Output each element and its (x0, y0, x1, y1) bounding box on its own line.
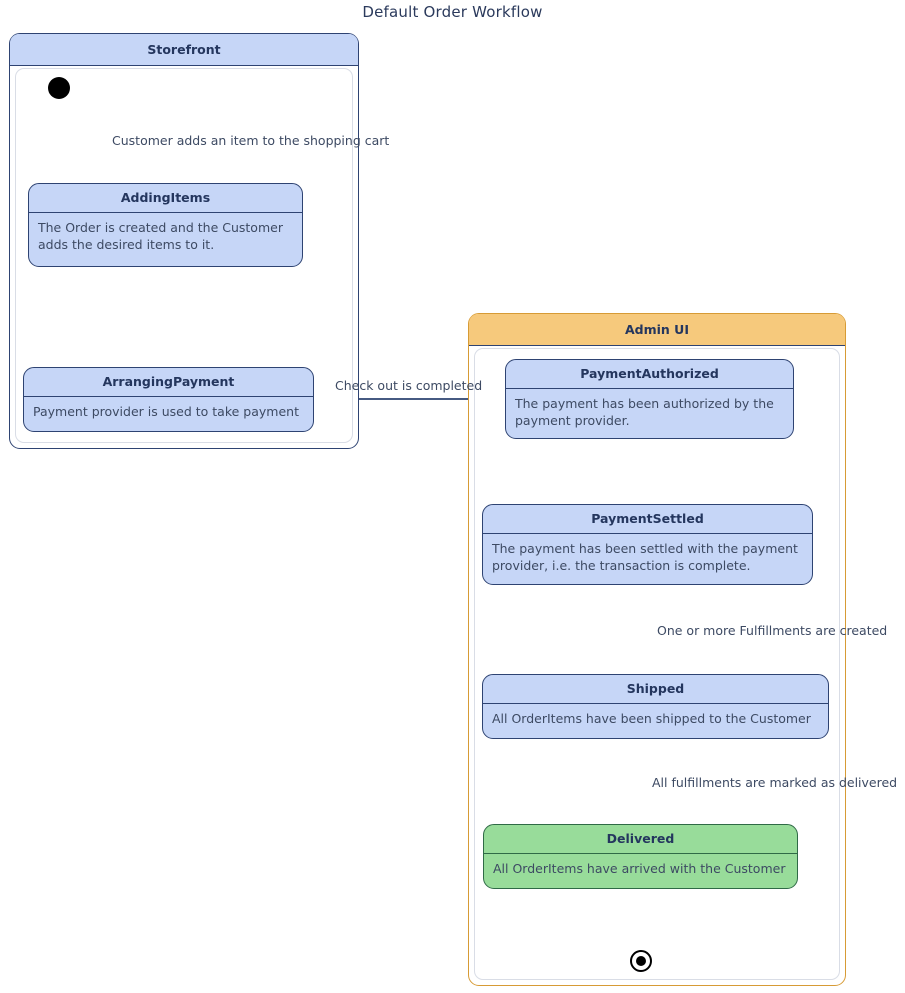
state-arrangingpayment[interactable]: ArrangingPayment Payment provider is use… (23, 367, 314, 432)
state-paymentsettled[interactable]: PaymentSettled The payment has been sett… (482, 504, 813, 585)
state-paymentsettled-title: PaymentSettled (483, 505, 812, 534)
container-adminui-title: Admin UI (469, 314, 845, 346)
edge-label-arrangingpayment-to-paymentauthorized: Check out is completed (335, 378, 483, 393)
state-shipped-description: All OrderItems have been shipped to the … (492, 711, 811, 726)
state-paymentauthorized-description: The payment has been authorized by the p… (515, 396, 774, 428)
state-paymentauthorized[interactable]: PaymentAuthorized The payment has been a… (505, 359, 794, 439)
state-delivered-description: All OrderItems have arrived with the Cus… (493, 861, 786, 876)
state-paymentauthorized-title: PaymentAuthorized (506, 360, 793, 389)
state-addingitems-title: AddingItems (29, 184, 302, 213)
state-addingitems[interactable]: AddingItems The Order is created and the… (28, 183, 303, 267)
edge-label-start-to-addingitems: Customer adds an item to the shopping ca… (112, 133, 390, 148)
state-addingitems-description: The Order is created and the Customer ad… (38, 220, 283, 252)
state-shipped[interactable]: Shipped All OrderItems have been shipped… (482, 674, 829, 739)
state-shipped-title: Shipped (483, 675, 828, 704)
state-delivered[interactable]: Delivered All OrderItems have arrived wi… (483, 824, 798, 889)
initial-state-node (48, 77, 70, 99)
state-delivered-title: Delivered (484, 825, 797, 854)
edge-label-paymentsettled-to-shipped: One or more Fulfillments are created (657, 623, 888, 638)
state-arrangingpayment-title: ArrangingPayment (24, 368, 313, 397)
container-storefront-title: Storefront (10, 34, 358, 66)
edge-label-shipped-to-delivered: All fulfillments are marked as delivered (652, 775, 898, 790)
state-paymentsettled-description: The payment has been settled with the pa… (492, 541, 798, 573)
page-title: Default Order Workflow (362, 3, 543, 21)
state-arrangingpayment-description: Payment provider is used to take payment (33, 404, 299, 419)
final-state-node (630, 950, 652, 972)
